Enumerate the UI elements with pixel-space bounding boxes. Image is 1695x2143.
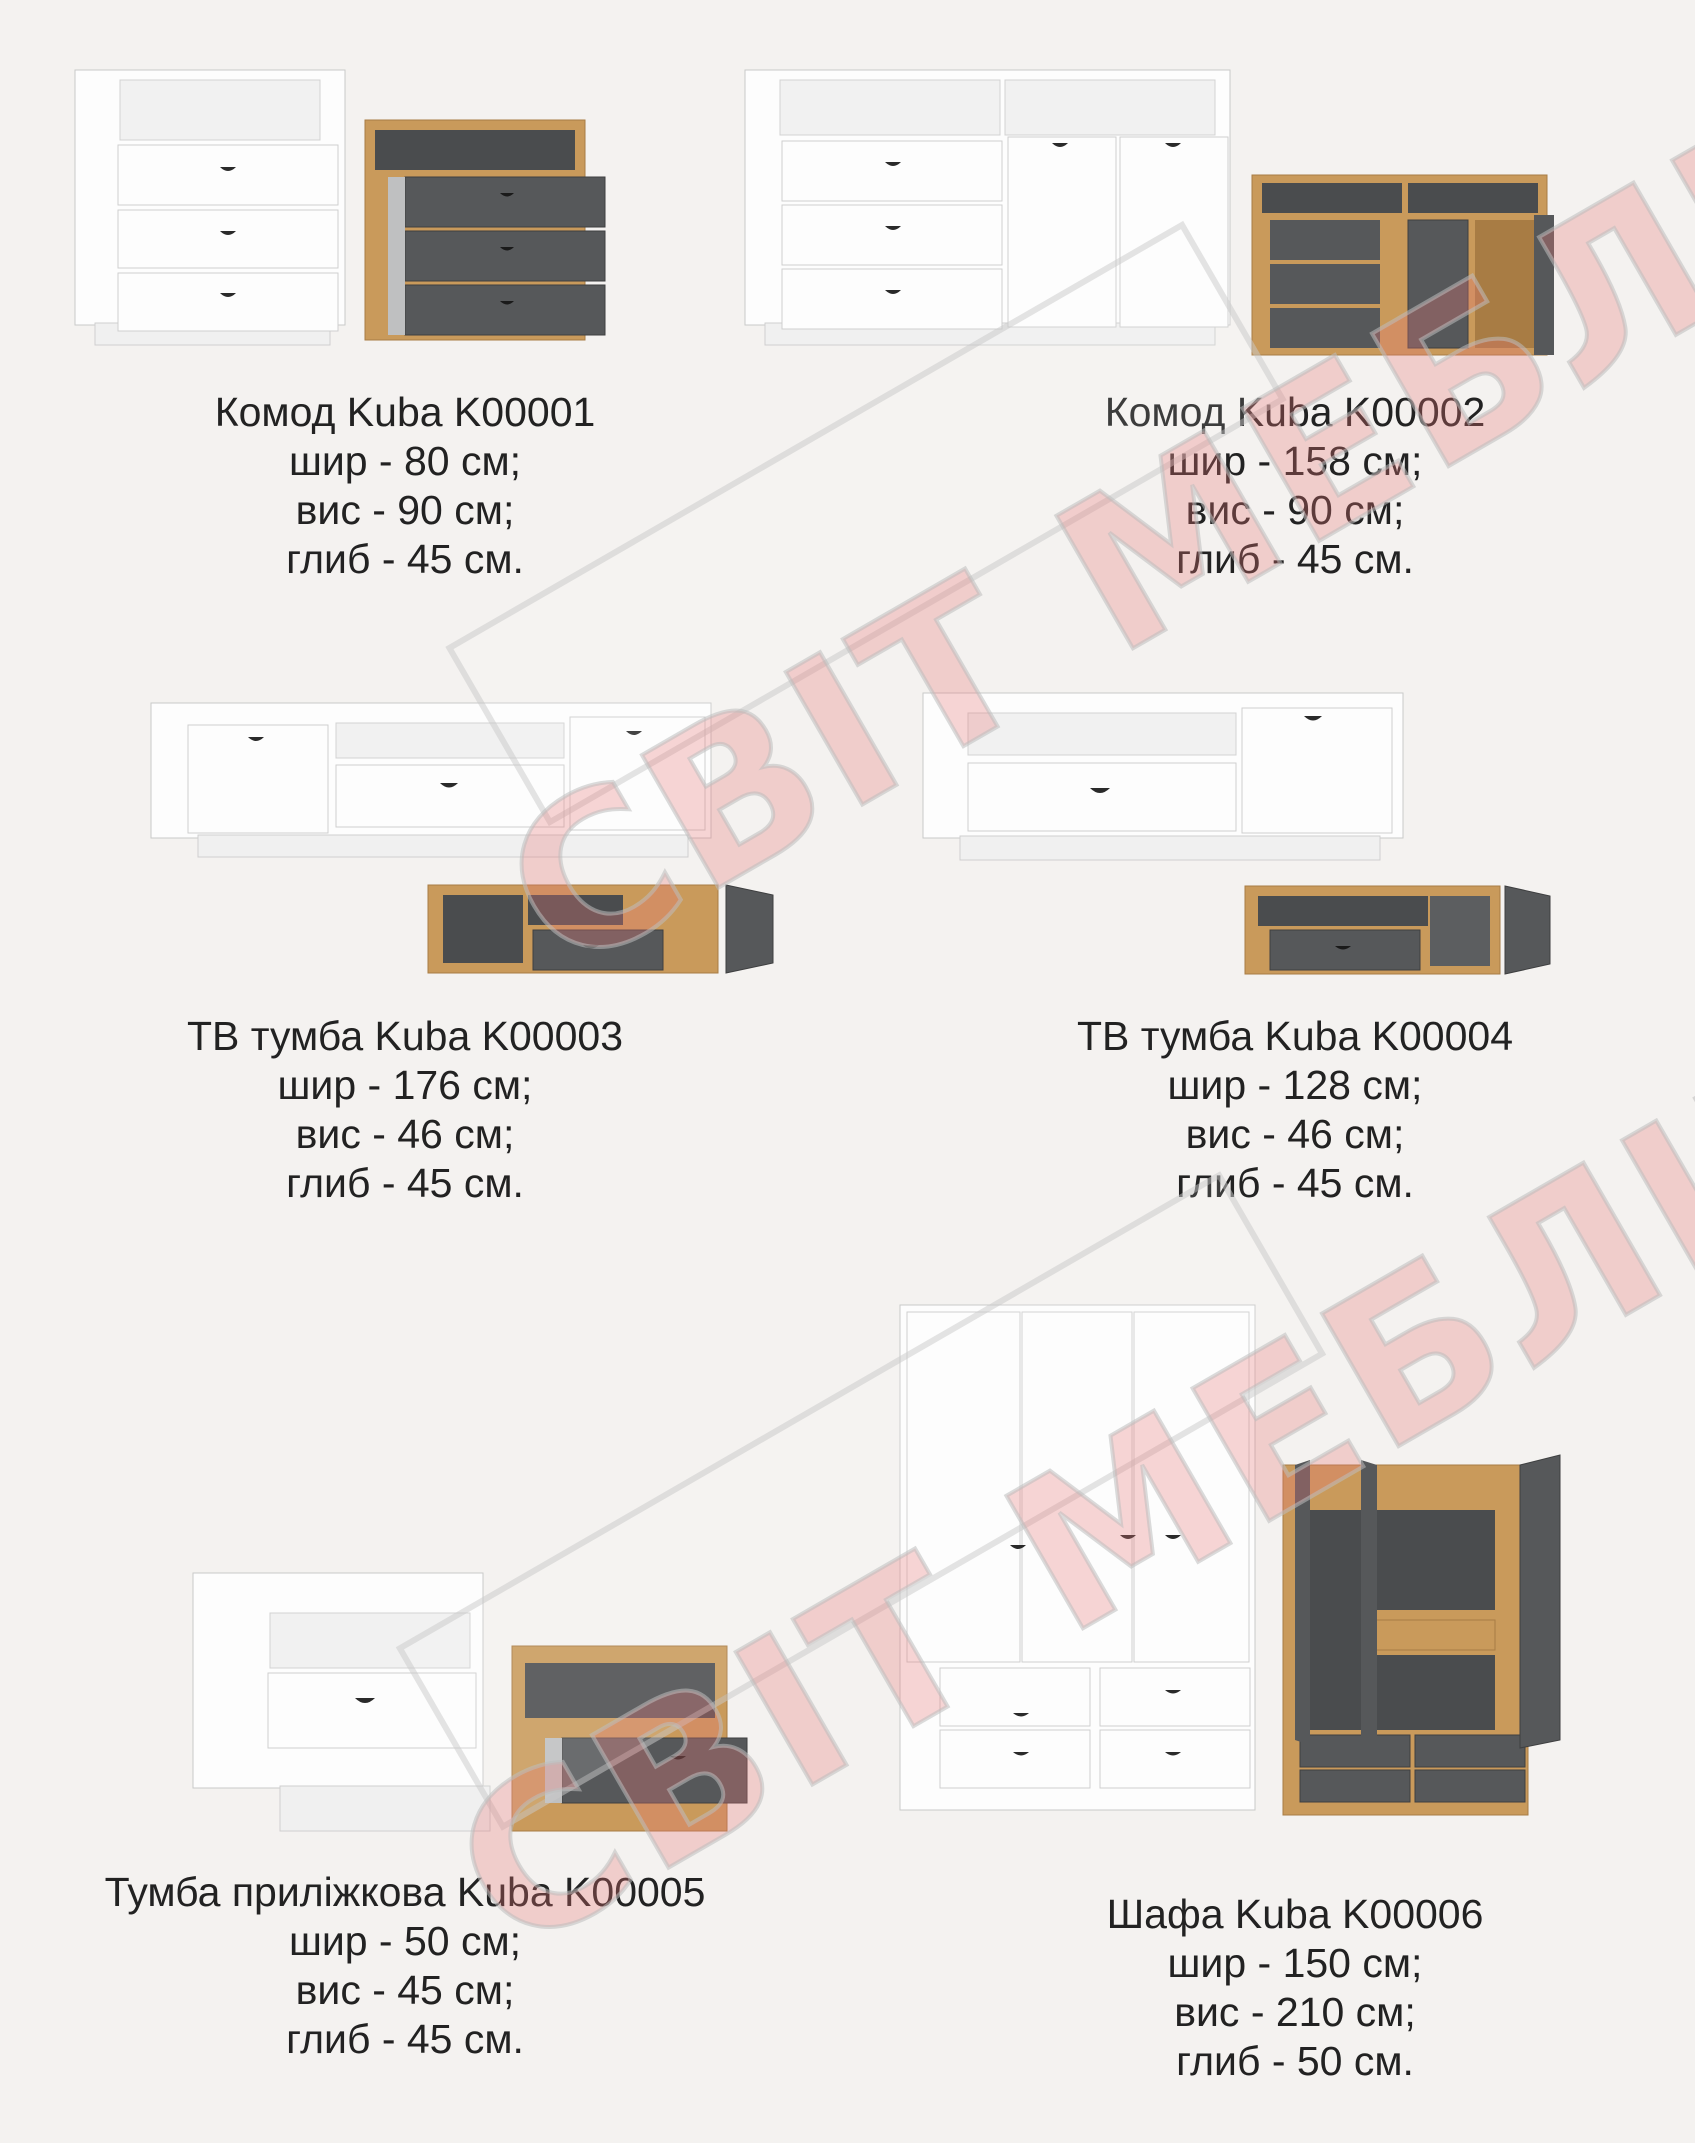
product-name: Тумба приліжкова Kuba K00005 <box>104 1869 706 1915</box>
product-image-k00001 <box>74 69 606 346</box>
product-name: Шафа Kuba K00006 <box>1106 1891 1484 1937</box>
product-name: ТВ тумба Kuba K00003 <box>186 1013 624 1059</box>
product-depth: глиб - 50 см. <box>1176 2038 1414 2084</box>
product-image-k00005 <box>192 1572 748 1832</box>
caption-k00004: ТВ тумба Kuba K00004 шир - 128 см; вис -… <box>1000 1012 1590 1208</box>
product-width: шир - 158 см; <box>1167 438 1423 484</box>
product-height: вис - 45 см; <box>295 1967 515 2013</box>
product-depth: глиб - 45 см. <box>1176 1160 1414 1206</box>
product-image-k00002 <box>744 69 1554 356</box>
caption-k00002: Комод Kuba K00002 шир - 158 см; вис - 90… <box>1000 388 1590 584</box>
product-image-k00003 <box>150 702 774 974</box>
product-height: вис - 46 см; <box>295 1111 515 1157</box>
product-width: шир - 80 см; <box>288 438 522 484</box>
product-width: шир - 176 см; <box>277 1062 533 1108</box>
product-image-k00004 <box>922 692 1551 975</box>
product-depth: глиб - 45 см. <box>286 536 524 582</box>
product-depth: глиб - 45 см. <box>1176 536 1414 582</box>
product-name: Комод Kuba K00001 <box>214 389 596 435</box>
product-width: шир - 150 см; <box>1167 1940 1423 1986</box>
product-height: вис - 210 см; <box>1174 1989 1416 2035</box>
caption-k00006: Шафа Kuba K00006 шир - 150 см; вис - 210… <box>1000 1890 1590 2086</box>
product-height: вис - 90 см; <box>295 487 515 533</box>
product-image-k00006 <box>899 1304 1561 1816</box>
product-width: шир - 128 см; <box>1167 1062 1423 1108</box>
caption-k00003: ТВ тумба Kuba K00003 шир - 176 см; вис -… <box>110 1012 700 1208</box>
caption-k00001: Комод Kuba K00001 шир - 80 см; вис - 90 … <box>100 388 710 584</box>
product-height: вис - 46 см; <box>1185 1111 1405 1157</box>
product-name: Комод Kuba K00002 <box>1104 389 1486 435</box>
product-name: ТВ тумба Kuba K00004 <box>1076 1013 1514 1059</box>
product-depth: глиб - 45 см. <box>286 2016 524 2062</box>
caption-k00005: Тумба приліжкова Kuba K00005 шир - 50 см… <box>60 1868 750 2064</box>
product-height: вис - 90 см; <box>1185 487 1405 533</box>
product-depth: глиб - 45 см. <box>286 1160 524 1206</box>
product-width: шир - 50 см; <box>288 1918 522 1964</box>
